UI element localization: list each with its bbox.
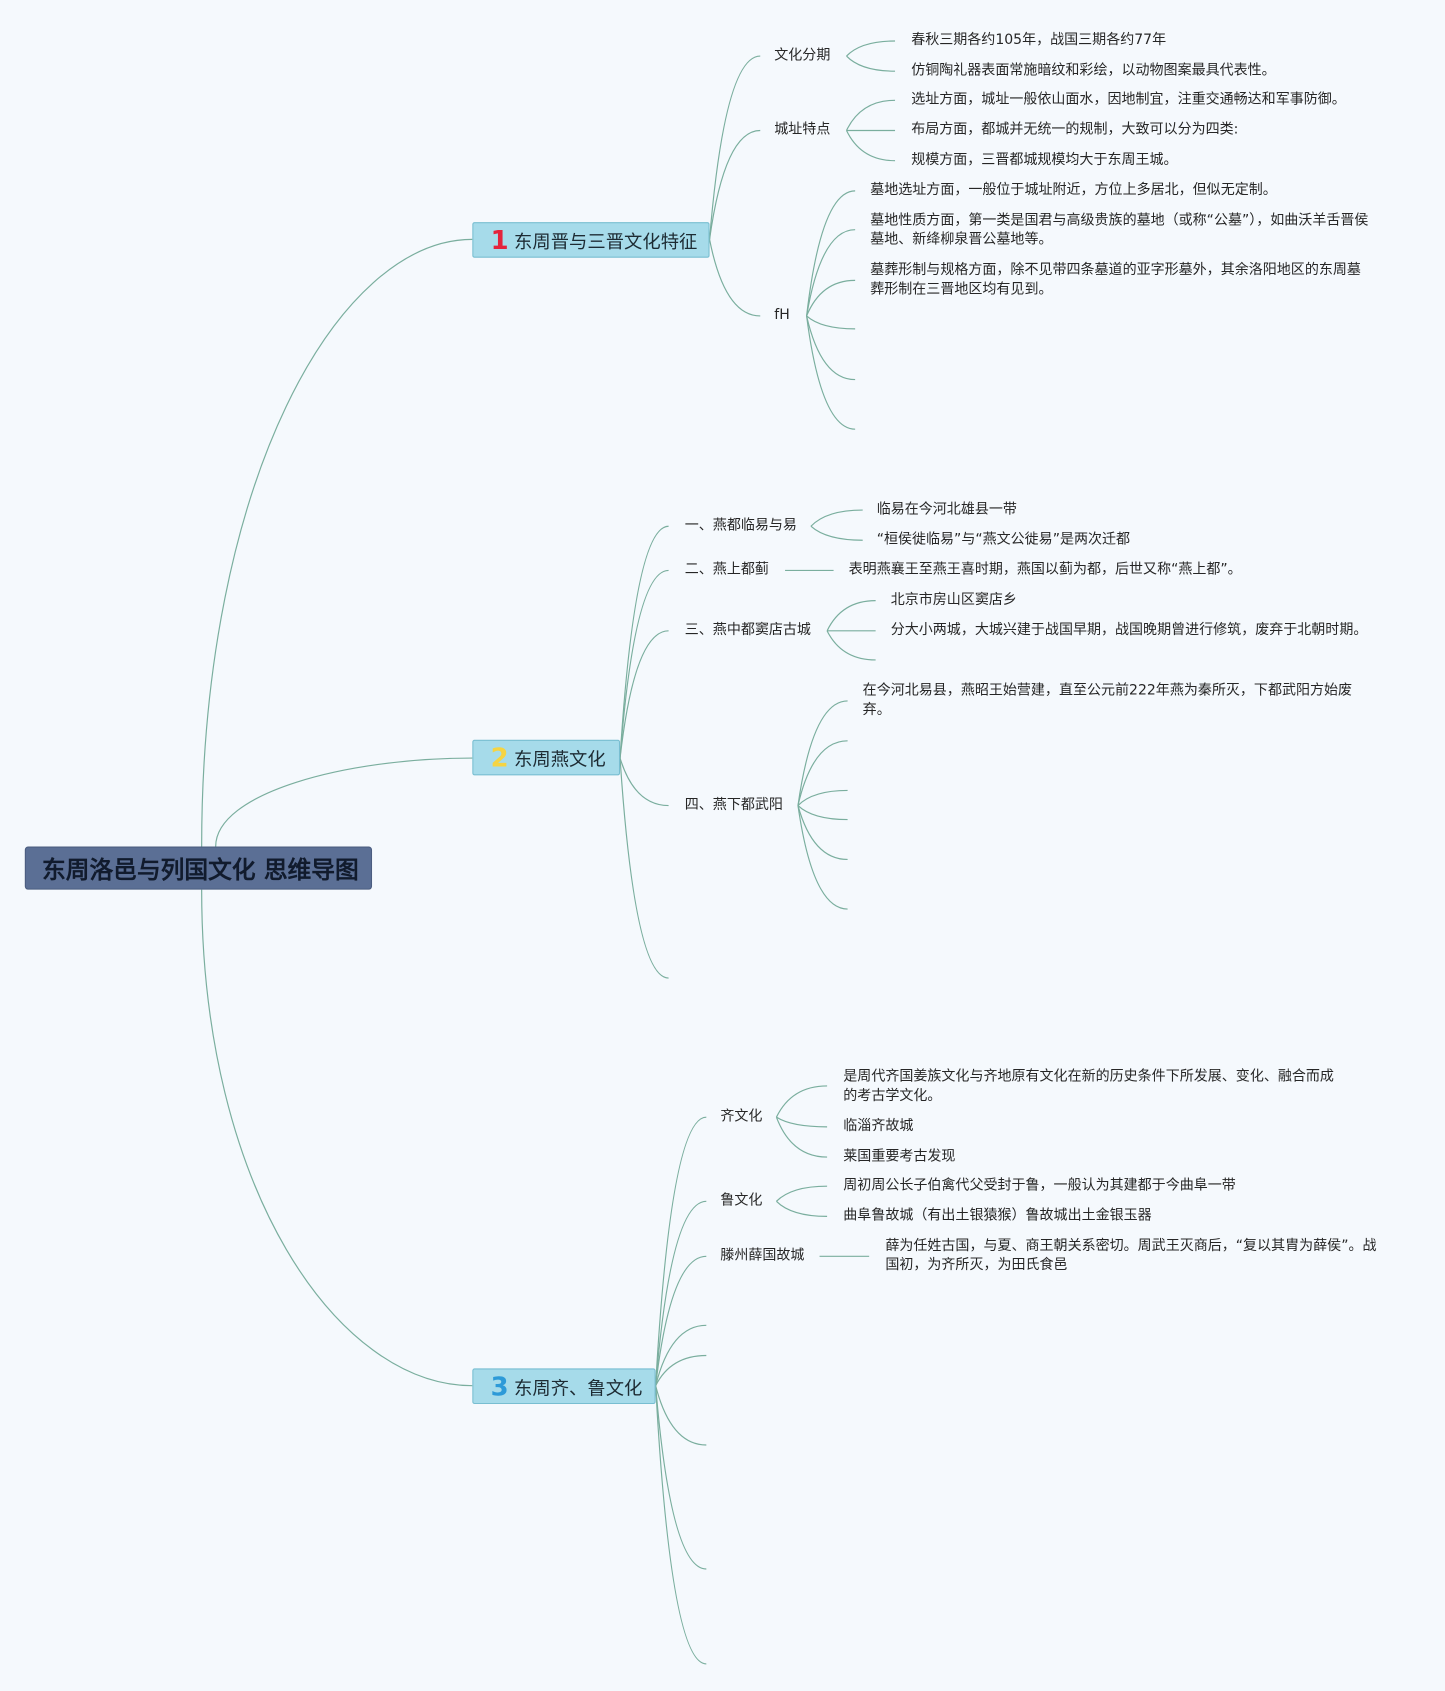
leaf-fh-1: 墓地选址方面，一般位于城址附近，方位上多居北，但似无定制。 [870, 182, 1277, 199]
leaf-wenhua-fenqi-2: 仿铜陶礼器表面常施暗纹和彩绘，以动物图案最具代表性。 [911, 62, 1276, 79]
leaf-chengzhi-tedian-3: 规模方面，三晋都城规模均大于东周王城。 [911, 152, 1178, 169]
connector-branch-2-empty [619, 758, 669, 979]
subtopic-yan-xiadu: 四、燕下都武阳 [684, 796, 783, 814]
connector-root-branch-1 [201, 238, 473, 847]
connector-chengzhi-tedian-leaf-3 [845, 130, 896, 162]
connector-qi-leaf-2 [776, 1116, 828, 1128]
topic-branch-1: 1 东周晋与三晋文化特征 [472, 222, 710, 258]
connector-chengzhi-tedian-leaf-1 [845, 99, 896, 131]
leaf-chengzhi-tedian-1: 选址方面，城址一般依山面水，因地制宜，注重交通畅达和军事防御。 [911, 91, 1346, 108]
leaf-fh-3: 墓葬形制与规格方面，除不见带四条墓道的亚字形墓外，其余洛阳地区的东周墓葬形制在三… [870, 262, 1361, 298]
subtopic-qi: 齐文化 [720, 1108, 763, 1125]
connector-branch-3-empty-2 [655, 1354, 707, 1386]
topic-root: 东周洛邑与列国文化 思维导图 [24, 846, 373, 890]
connector-yan-xiadu-empty-1 [797, 740, 848, 806]
branch-2-title: 东周燕文化 [514, 749, 606, 772]
leaf-yan-zhongdu-2: 分大小两城，大城兴建于战国早期，战国晚期曾进行修筑，废弃于北朝时期。 [890, 622, 1368, 639]
connector-branch-3-empty-5 [655, 1385, 707, 1665]
leaf-qi-3: 莱国重要考古发现 [843, 1148, 956, 1165]
topic-branch-3: 3 东周齐、鲁文化 [472, 1368, 656, 1405]
root-title: 东周洛邑与列国文化 思维导图 [42, 857, 359, 885]
connector-yan-xiadu-empty-2 [797, 789, 848, 806]
connector-branch-1-chengzhi-tedian [708, 129, 761, 240]
connector-branch-1-fh [708, 239, 761, 317]
leaf-yan-xiadu-1: 在今河北易县，燕昭王始营建，直至公元前222年燕为秦所灭，下都武阳方始废弃。 [862, 682, 1353, 719]
connector-yan-du-leaf-1 [810, 509, 863, 527]
connector-branch-2-yan-zhongdu [619, 630, 669, 759]
connector-branch-3-empty-4 [655, 1385, 707, 1570]
leaf-lu-1: 周初周公长子伯禽代父受封于鲁，一般认为其建都于今曲阜一带 [843, 1177, 1236, 1194]
connector-wenhua-fenqi-leaf-1 [846, 40, 896, 57]
leaf-yan-du-2: “桓侯徙临易”与“燕文公徙易”是两次迁都 [876, 531, 1131, 548]
branch-1-title: 东周晋与三晋文化特征 [514, 231, 698, 254]
connector-root-branch-2 [215, 757, 473, 847]
subtopic-yan-zhongdu: 三、燕中都窦店古城 [684, 622, 811, 639]
connector-fh-empty-1 [806, 315, 856, 330]
leaf-chengzhi-tedian-2: 布局方面，都城并无统一的规制，大致可以分为四类: [911, 121, 1239, 139]
connector-lu-leaf-2 [776, 1200, 828, 1217]
subtopic-xue: 滕州薛国故城 [720, 1247, 805, 1264]
connector-branch-2-yan-du [619, 525, 669, 759]
connector-wenhua-fenqi-leaf-2 [846, 55, 896, 72]
connector-yan-zhongdu-leaf-1 [826, 600, 876, 632]
leaf-xue-1: 薛为任姓古国，与夏、商王朝关系密切。周武王灭商后，“复以其胄为薛侯”。战国初，为… [885, 1237, 1377, 1274]
connector-fh-leaf-1 [806, 190, 856, 317]
connector-branch-2-yan-xiadu [619, 757, 669, 807]
connector-lu-leaf-1 [776, 1185, 828, 1202]
subtopic-chengzhi-tedian: 城址特点 [774, 121, 831, 139]
connector-yan-xiadu-empty-3 [797, 805, 848, 821]
connector-branch-3-lu [655, 1200, 707, 1386]
subtopic-yan-du: 一、燕都临易与易 [684, 517, 797, 534]
leaf-qi-2: 临淄齐故城 [843, 1118, 914, 1135]
leaf-yan-du-1: 临易在今河北雄县一带 [876, 501, 1017, 518]
connector-branch-3-empty-1 [655, 1324, 707, 1386]
connector-yan-xiadu-empty-4 [797, 805, 848, 861]
branch-2-number: 2 [490, 742, 509, 773]
connector-fh-leaf-3 [806, 279, 856, 317]
subtopic-wenhua-fenqi: 文化分期 [774, 47, 831, 64]
connector-branch-1-wenhua-fenqi [708, 55, 761, 240]
branch-3-number: 3 [490, 1371, 509, 1402]
connector-qi-leaf-1 [775, 1085, 828, 1118]
connector-fh-empty-3 [806, 315, 856, 430]
leaf-yan-shangdu-1: 表明燕襄王至燕王喜时期，燕国以蓟为都，后世又称“燕上都”。 [848, 561, 1242, 578]
connector-branch-3-xue [655, 1255, 707, 1386]
connector-branch-2-yan-shangdu [619, 569, 669, 759]
leaf-lu-2: 曲阜鲁故城（有出土银猿猴）鲁故城出土金银玉器 [843, 1207, 1152, 1224]
connector-yan-du-leaf-2 [810, 525, 863, 541]
connector-fh-empty-2 [806, 315, 856, 381]
subtopic-yan-shangdu: 二、燕上都蓟 [684, 561, 769, 578]
connector-branch-3-empty-3 [655, 1385, 707, 1446]
connector-yan-zhongdu-empty [826, 630, 876, 661]
connector-qi-leaf-3 [775, 1116, 828, 1158]
subtopic-lu: 鲁文化 [720, 1192, 763, 1209]
connector-fh-leaf-2 [806, 229, 856, 317]
subtopic-fh: fH [774, 307, 790, 324]
leaf-yan-zhongdu-1: 北京市房山区窦店乡 [890, 592, 1017, 609]
connector-branch-3-qi [655, 1116, 707, 1386]
branch-3-title: 东周齐、鲁文化 [514, 1378, 643, 1400]
topic-branch-2: 2 东周燕文化 [472, 739, 621, 776]
connector-root-branch-3 [201, 889, 473, 1387]
leaf-wenhua-fenqi-1: 春秋三期各约105年，战国三期各约77年 [911, 32, 1167, 49]
leaf-fh-2: 墓地性质方面，第一类是国君与高级贵族的墓地（或称“公墓”），如曲沃羊舌晋侯墓地、… [870, 212, 1369, 249]
connector-yan-xiadu-empty-5 [797, 805, 848, 910]
connector-yan-xiadu-leaf-1 [797, 700, 848, 806]
leaf-qi-1: 是周代齐国姜族文化与齐地原有文化在新的历史条件下所发展、变化、融合而成的考古学文… [843, 1068, 1334, 1105]
branch-1-number: 1 [490, 224, 509, 256]
